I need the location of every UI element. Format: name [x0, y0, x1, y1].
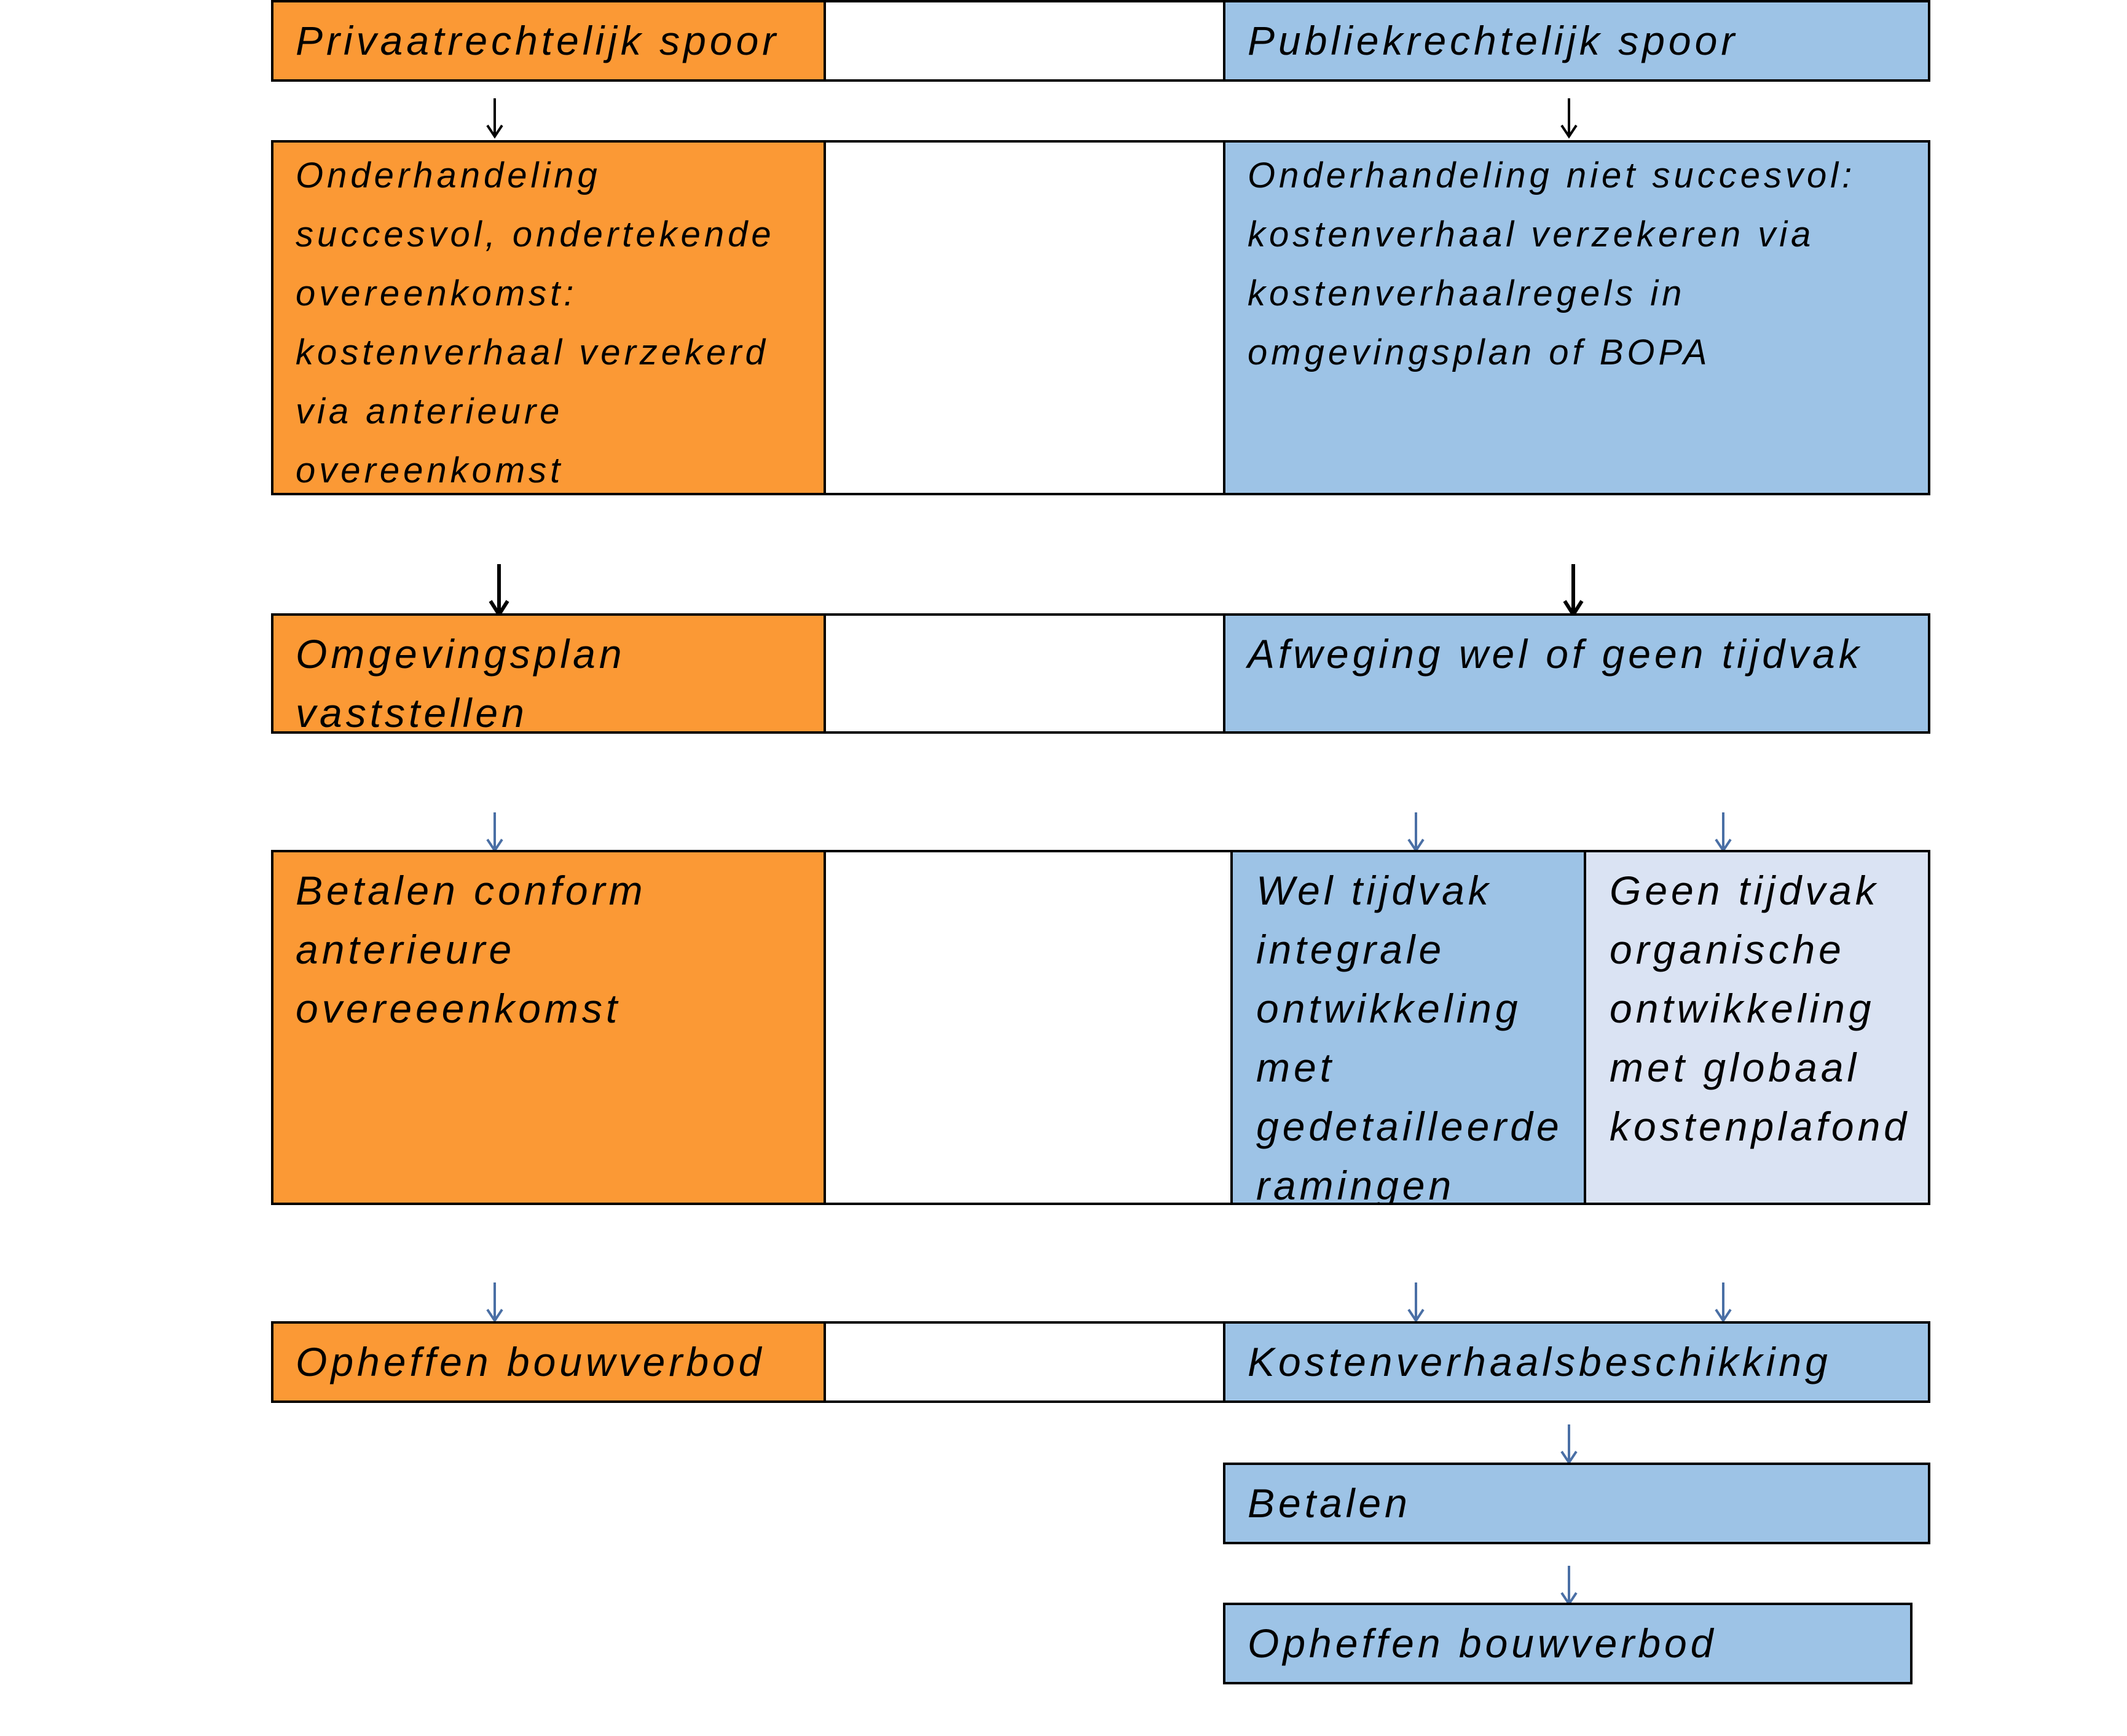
public-consideration-text: Afweging wel of geen tijdvak [1248, 631, 1863, 677]
option-without-period-text: Geen tijdvak organische ontwikkeling met… [1610, 868, 1910, 1149]
arrow-down-icon [487, 564, 511, 618]
spacer-cell-row3 [824, 613, 1225, 734]
private-plan-box: Omgevingsplan vaststellen [271, 613, 826, 734]
spacer-cell-row2 [824, 140, 1225, 495]
public-payment-text: Betalen [1248, 1480, 1411, 1526]
arrow-down-icon [1711, 1282, 1736, 1323]
public-track-title-text: Publiekrechtelijk spoor [1248, 18, 1739, 63]
spacer-cell-row5 [824, 1321, 1225, 1403]
public-payment-box: Betalen [1223, 1463, 1930, 1544]
arrow-down-icon [482, 1282, 507, 1323]
option-with-period-text: Wel tijdvak integrale ontwikkeling met g… [1256, 868, 1563, 1205]
private-plan-text: Omgevingsplan vaststellen [296, 631, 626, 734]
spacer-cell-row1 [824, 0, 1225, 82]
public-track-title: Publiekrechtelijk spoor [1223, 0, 1930, 82]
private-payment-box: Betalen conform anterieure overeeenkomst [271, 850, 826, 1205]
arrow-down-icon [1557, 98, 1581, 139]
public-decision-box: Kostenverhaalsbeschikking [1223, 1321, 1930, 1403]
public-decision-text: Kostenverhaalsbeschikking [1248, 1339, 1831, 1384]
arrow-down-icon [1404, 812, 1428, 853]
arrow-down-icon [1557, 1566, 1581, 1606]
public-consideration-box: Afweging wel of geen tijdvak [1223, 613, 1930, 734]
arrow-down-icon [1711, 812, 1736, 853]
arrow-down-icon [482, 812, 507, 853]
public-negotiation-box: Onderhandeling niet succesvol: kostenver… [1223, 140, 1930, 495]
arrow-down-icon [1561, 564, 1586, 618]
arrow-down-icon [482, 98, 507, 139]
private-track-title-text: Privaatrechtelijk spoor [296, 18, 780, 63]
option-without-period-box: Geen tijdvak organische ontwikkeling met… [1584, 850, 1930, 1205]
arrow-down-icon [1557, 1424, 1581, 1465]
spacer-cell-row4 [824, 850, 1233, 1205]
public-lift-ban-text: Opheffen bouwverbod [1248, 1620, 1717, 1666]
private-lift-ban-box: Opheffen bouwverbod [271, 1321, 826, 1403]
private-track-title: Privaatrechtelijk spoor [271, 0, 826, 82]
private-negotiation-box: Onderhandeling succesvol, ondertekende o… [271, 140, 826, 495]
private-payment-text: Betalen conform anterieure overeeenkomst [296, 868, 647, 1031]
private-lift-ban-text: Opheffen bouwverbod [296, 1339, 765, 1384]
arrow-down-icon [1404, 1282, 1428, 1323]
private-negotiation-text: Onderhandeling succesvol, ondertekende o… [296, 155, 775, 490]
public-lift-ban-box: Opheffen bouwverbod [1223, 1603, 1913, 1684]
option-with-period-box: Wel tijdvak integrale ontwikkeling met g… [1230, 850, 1586, 1205]
public-negotiation-text: Onderhandeling niet succesvol: kostenver… [1248, 155, 1856, 372]
